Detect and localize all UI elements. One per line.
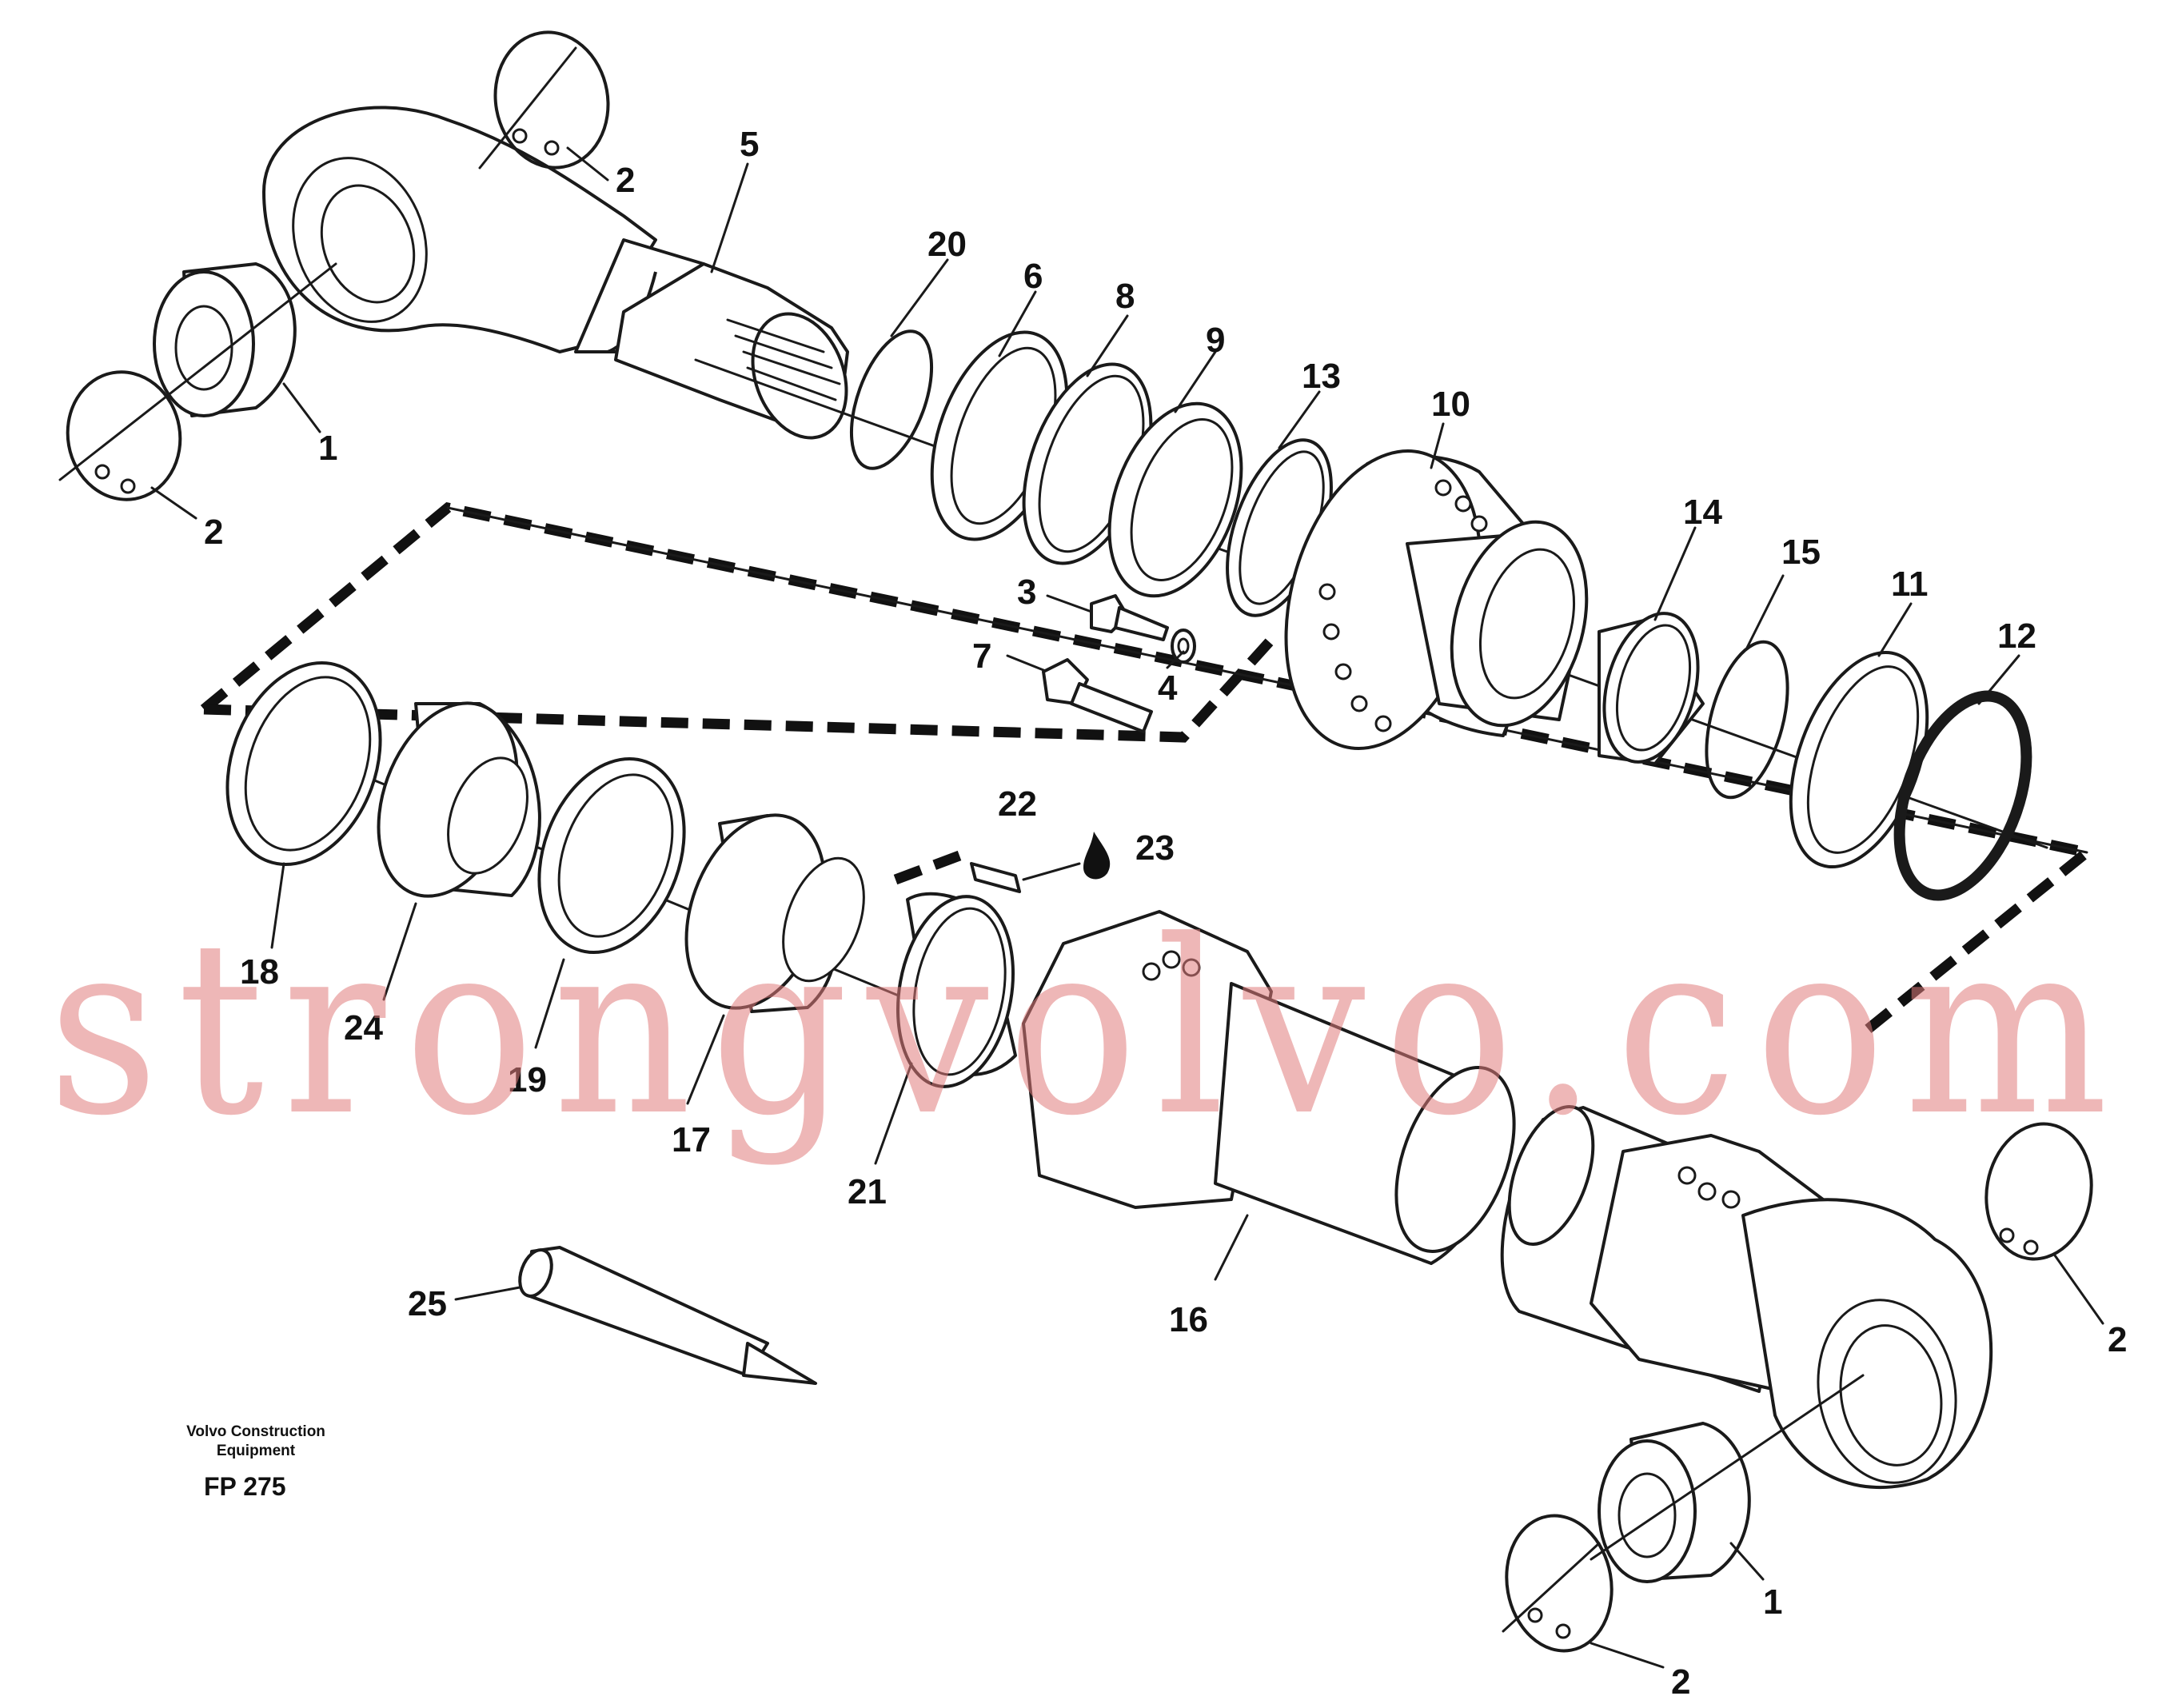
callout-1-lower: 1 (1763, 1582, 1782, 1622)
bushing-14 (1598, 612, 1705, 765)
guide-ring-15 (1705, 640, 1789, 800)
grease-drop-23 (1083, 832, 1111, 880)
callout-12: 12 (1997, 617, 2036, 656)
callout-15: 15 (1781, 533, 1821, 572)
callout-1-upper: 1 (318, 429, 337, 468)
bearing-bushing-lower (1590, 1374, 1865, 1583)
callout-18: 18 (240, 952, 279, 992)
screw-7 (1006, 654, 1153, 733)
piston-ring-24 (377, 701, 541, 898)
o-ring-20 (849, 329, 934, 470)
cylinder-head-10 (1284, 449, 1589, 750)
callout-21: 21 (848, 1172, 887, 1211)
leader-lines (150, 146, 2104, 1669)
callout-22: 22 (998, 784, 1037, 824)
callout-16: 16 (1169, 1300, 1208, 1339)
piston-17 (684, 813, 865, 1013)
callout-5: 5 (740, 125, 759, 164)
callout-2-lower-bottom: 2 (1671, 1662, 1690, 1702)
bearing-bushing-upper (153, 262, 297, 417)
callout-8: 8 (1115, 277, 1135, 316)
callout-2-upper-top: 2 (616, 161, 635, 200)
screw-3 (1046, 594, 1169, 641)
callout-23: 23 (1135, 828, 1175, 868)
seal-18 (225, 661, 382, 866)
cylinder-tube-16 (1022, 910, 1825, 1393)
washer-4 (1171, 629, 1196, 664)
seal-19 (537, 756, 686, 955)
flange-bolt-holes (1318, 479, 1488, 732)
callout-6: 6 (1023, 257, 1043, 296)
grease-nipple-22 (970, 862, 1081, 893)
figure-caption: Volvo Construction Equipment FP 275 (186, 1423, 325, 1501)
callout-4: 4 (1158, 668, 1178, 708)
manufacturer-line-2: Equipment (217, 1443, 296, 1459)
callout-10: 10 (1431, 385, 1470, 424)
ring-12 (1893, 690, 2032, 901)
mounting-tool-25 (518, 1246, 817, 1385)
callout-14: 14 (1683, 493, 1722, 532)
callout-17: 17 (672, 1120, 711, 1159)
watermark: strongvolvo.com (48, 889, 2127, 1168)
bushing-21 (896, 892, 1017, 1088)
callout-2-lower-right: 2 (2108, 1320, 2127, 1359)
circlip-lower-right (1984, 1122, 2093, 1261)
callout-19: 19 (508, 1060, 547, 1099)
callout-7: 7 (972, 637, 991, 676)
callout-9: 9 (1206, 321, 1225, 360)
seal-ring-11 (1789, 650, 1929, 869)
callout-2-upper-left: 2 (204, 513, 223, 552)
callout-13: 13 (1302, 357, 1341, 396)
circlip-lower-bottom (1502, 1514, 1614, 1653)
callout-11: 11 (1891, 565, 1929, 604)
wiper-9 (1107, 401, 1243, 598)
circlip-upper-left (58, 262, 337, 501)
figure-code: FP 275 (204, 1472, 286, 1501)
callout-24: 24 (344, 1008, 383, 1048)
cylinder-eye-lower (1741, 1198, 1993, 1489)
callout-25: 25 (408, 1284, 447, 1323)
circlip-upper-top (478, 30, 610, 170)
callout-labels: 1 2 2 5 20 6 8 9 13 10 3 4 7 14 15 11 12… (204, 125, 2127, 1702)
callout-3: 3 (1017, 573, 1036, 612)
callout-20: 20 (927, 225, 967, 264)
manufacturer-line-1: Volvo Construction (186, 1423, 325, 1440)
